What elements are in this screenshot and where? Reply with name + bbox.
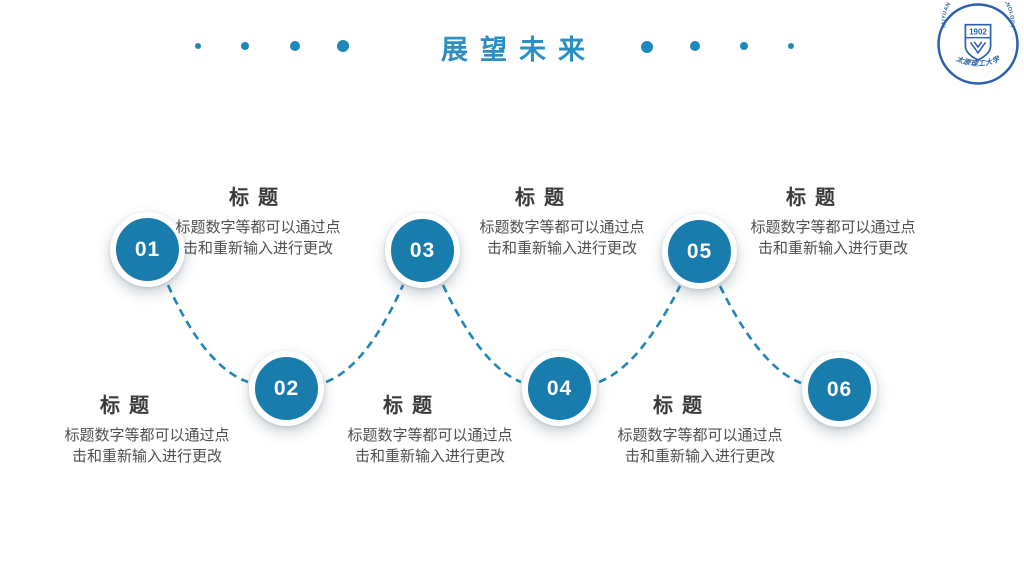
step-block-5: 标题 标题数字等都可以通过点 击和重新输入进行更改 — [718, 181, 948, 259]
step-title: 标题 — [653, 395, 711, 417]
decorative-dot — [195, 43, 201, 49]
decorative-dot — [740, 42, 748, 50]
step-desc-line: 标题数字等都可以通过点 — [750, 219, 916, 236]
step-desc-line: 击和重新输入进行更改 — [757, 240, 908, 257]
step-number: 04 — [546, 376, 573, 400]
step-number: 06 — [826, 377, 853, 401]
university-logo: TAIYUAN UNIVERSITY OF TECHNOLOGY 1902 太原… — [937, 2, 1019, 85]
step-circle-03: 03 — [385, 213, 460, 288]
step-desc-line: 标题数字等都可以通过点 — [479, 219, 645, 236]
step-desc-line: 标题数字等都可以通过点 — [175, 219, 341, 236]
logo-year: 1902 — [969, 28, 987, 37]
decorative-dot — [337, 40, 349, 52]
connector-line-3-4 — [441, 284, 522, 384]
step-desc-line: 击和重新输入进行更改 — [354, 448, 505, 465]
step-title: 标题 — [786, 187, 844, 209]
step-title: 标题 — [515, 187, 573, 209]
logo-shield-emblem — [969, 41, 987, 55]
step-number: 02 — [273, 376, 300, 400]
step-desc-line: 标题数字等都可以通过点 — [64, 427, 230, 444]
step-number: 05 — [686, 239, 713, 263]
step-desc-line: 标题数字等都可以通过点 — [617, 427, 783, 444]
slide-title: 展望未来 — [441, 35, 597, 65]
step-title: 标题 — [229, 187, 287, 209]
step-block-1: 标题 标题数字等都可以通过点 击和重新输入进行更改 — [143, 181, 373, 259]
step-block-2: 标题 标题数字等都可以通过点 击和重新输入进行更改 — [32, 389, 262, 467]
step-number: 01 — [134, 237, 161, 261]
step-block-6: 标题 标题数字等都可以通过点 击和重新输入进行更改 — [585, 389, 815, 467]
step-desc-line: 击和重新输入进行更改 — [486, 240, 637, 257]
decorative-dot — [788, 43, 794, 49]
decorative-dot — [241, 42, 249, 50]
step-circle-02: 02 — [249, 351, 324, 426]
step-block-3: 标题 标题数字等都可以通过点 击和重新输入进行更改 — [447, 181, 677, 259]
step-desc-line: 击和重新输入进行更改 — [71, 448, 222, 465]
connector-line-4-5 — [598, 285, 682, 384]
logo-script: 太原理工大学 — [954, 54, 1002, 68]
step-circle-06: 06 — [802, 352, 877, 427]
connector-line-5-6 — [718, 285, 802, 385]
step-desc-line: 标题数字等都可以通过点 — [347, 427, 513, 444]
connector-line-1-2 — [166, 284, 249, 384]
step-number: 03 — [409, 238, 436, 262]
step-desc-line: 击和重新输入进行更改 — [624, 448, 775, 465]
step-title: 标题 — [383, 395, 441, 417]
step-title: 标题 — [100, 395, 158, 417]
decorative-dot — [290, 41, 300, 51]
svg-text:太原理工大学: 太原理工大学 — [954, 54, 1002, 68]
step-circle-04: 04 — [522, 351, 597, 426]
connector-line-2-3 — [325, 284, 405, 384]
decorative-dot — [690, 41, 700, 51]
step-block-4: 标题 标题数字等都可以通过点 击和重新输入进行更改 — [315, 389, 545, 467]
step-desc-line: 击和重新输入进行更改 — [182, 240, 333, 257]
decorative-dot — [641, 41, 653, 53]
logo-shield — [964, 23, 992, 61]
step-circle-05: 05 — [662, 214, 737, 289]
step-circle-01: 01 — [110, 212, 185, 287]
